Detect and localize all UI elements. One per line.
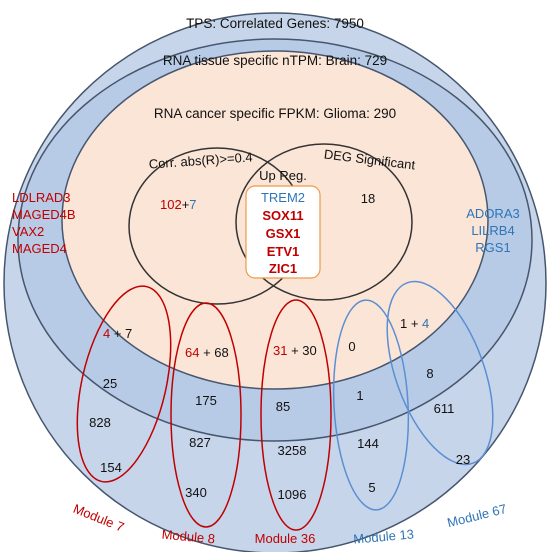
right-gene-3: RGS1 <box>475 240 510 255</box>
module-36-oval <box>260 299 332 531</box>
m13-inner-count: 0 <box>348 339 355 354</box>
m8-inner-count: 64 + 68 <box>185 345 229 360</box>
module-36-label: Module 36 <box>255 531 316 546</box>
module-8-oval <box>170 302 242 528</box>
m36-outer-count: 1096 <box>278 487 307 502</box>
m67-ring1-count: 611 <box>434 401 455 416</box>
m67-inner-count: 1 + 4 <box>400 316 429 331</box>
corr-red-count: 102 <box>160 197 182 212</box>
deg-only-count: 18 <box>361 191 375 206</box>
center-gene-zic1: ZIC1 <box>269 261 297 276</box>
module-13-oval <box>332 299 410 511</box>
m67-outer-count: 23 <box>456 452 470 467</box>
module-67-oval <box>386 280 494 466</box>
module-8-label: Module 8 <box>161 527 216 547</box>
deg-circle <box>235 143 413 301</box>
m36-ring2-count: 85 <box>276 399 290 414</box>
m8-ring2-count: 175 <box>195 393 217 408</box>
m13-outer-count: 5 <box>368 480 375 495</box>
m36-ring1-count: 3258 <box>278 443 307 458</box>
m36-red-count: 31 <box>273 343 287 358</box>
corr-plus: + <box>182 197 190 212</box>
m7-rest-count: + 7 <box>110 326 132 341</box>
center-gene-box <box>245 185 321 279</box>
corr-only-count: 102+7 <box>160 197 197 212</box>
center-gene-sox11: SOX11 <box>262 208 303 223</box>
m7-outer-count: 154 <box>100 460 122 475</box>
left-gene-2: MAGED4B <box>12 207 76 222</box>
left-gene-4: MAGED4 <box>12 241 67 256</box>
m7-red-count: 4 <box>103 326 110 341</box>
center-gene-trem2: TREM2 <box>261 190 305 205</box>
m8-rest-count: + 68 <box>199 345 228 360</box>
module-13-label: Module 13 <box>353 526 415 546</box>
m8-red-count: 64 <box>185 345 199 360</box>
m67-inner-b: 4 <box>422 316 429 331</box>
m36-rest-count: + 30 <box>287 343 316 358</box>
m13-ring1-count: 144 <box>357 436 379 451</box>
module-7-label: Module 7 <box>71 501 126 535</box>
corr-label: Corr. abs(R)>=0.4 <box>148 149 253 171</box>
rna-cancer-label: RNA cancer specific FPKM: Glioma: 290 <box>154 106 396 121</box>
left-gene-1: LDLRAD3 <box>12 190 71 205</box>
module-67-label: Module 67 <box>446 501 509 530</box>
m8-ring1-count: 827 <box>189 435 211 450</box>
m36-inner-count: 31 + 30 <box>273 343 317 358</box>
rna-tissue-label: RNA tissue specific nTPM: Brain: 729 <box>163 53 387 68</box>
m67-inner-a: 1 + <box>400 316 422 331</box>
center-gene-etv1: ETV1 <box>267 244 300 259</box>
tps-label: TPS: Correlated Genes: 7950 <box>186 16 364 31</box>
upreg-label: Up Reg. <box>259 168 307 183</box>
m13-ring2-count: 1 <box>356 388 363 403</box>
center-gene-gsx1: GSX1 <box>266 226 301 241</box>
corr-blue-count: 7 <box>189 197 196 212</box>
right-gene-1: ADORA3 <box>466 206 519 221</box>
m7-inner-count: 4 + 7 <box>103 326 132 341</box>
m7-ring1-count: 828 <box>89 415 111 430</box>
right-gene-2: LILRB4 <box>471 223 514 238</box>
left-gene-3: VAX2 <box>12 224 44 239</box>
module-7-oval <box>76 285 172 483</box>
m7-ring2-count: 25 <box>103 376 117 391</box>
m67-ring2-count: 8 <box>426 366 433 381</box>
m8-outer-count: 340 <box>185 485 207 500</box>
